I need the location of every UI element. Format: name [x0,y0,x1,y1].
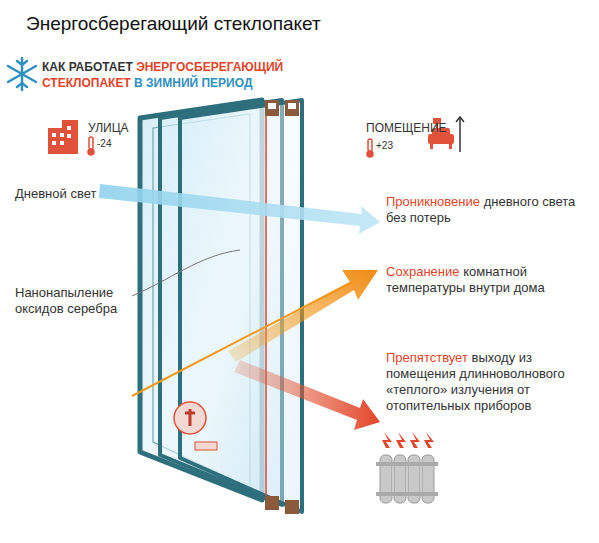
callout-group: Сохранениекомнатной температуры внутри д… [386,264,591,296]
inside-label-text: ПОМЕЩЕНИЕ [366,121,447,135]
subtitle-group: СТЕКЛОПАКЕТВ ЗИМНИЙ ПЕРИОД [42,76,252,91]
callout-group: Нанонапыление оксидов серебра [15,285,140,317]
callout-group: Препятствуетвыходу из помещения длинново… [386,350,591,413]
callout-text: Сохранение [386,264,460,279]
glass-pane [140,100,302,512]
leader-line [132,250,240,296]
callout-text: Дневной свет [15,186,96,201]
callout-group: Проникновениедневного света без потерь [386,194,591,226]
subtitle-text: В ЗИМНИЙ ПЕРИОД [134,76,252,90]
title-group: Энергосберегающий стеклопакет [26,12,321,35]
daylight-arrow [99,184,380,234]
inside-label-group: ПОМЕЩЕНИЕ [366,121,447,136]
subtitle-text: ЭНЕРГОСБЕРЕГАЮЩИЙ [136,60,283,74]
outside-label-text: УЛИЦА [88,121,129,135]
callout-text: Препятствует [386,350,468,365]
temperature-group: +23 [376,140,393,152]
radiator-symbol [376,432,438,503]
callout-group: Дневной свет [15,186,96,202]
snowflake-icon [8,58,36,90]
outside-label-group: УЛИЦА [88,121,129,136]
temperature-text: -24 [97,138,111,149]
subtitle-text: СТЕКЛОПАКЕТ [42,76,131,90]
callout-text: Нанонапыление оксидов серебра [15,285,117,316]
temperature-group: -24 [97,138,111,150]
glass-sticker [174,402,217,450]
heat-arrow [234,360,380,430]
temperature-text: +23 [376,140,393,151]
callout-text: Проникновение [386,194,480,209]
subtitle-group: КАК РАБОТАЕТЭНЕРГОСБЕРЕГАЮЩИЙ [42,60,283,75]
building-icon [48,120,78,154]
subtitle-text: КАК РАБОТАЕТ [42,60,133,74]
spacer-frame [265,100,299,514]
diagram-title: Энергосберегающий стеклопакет [26,13,321,34]
